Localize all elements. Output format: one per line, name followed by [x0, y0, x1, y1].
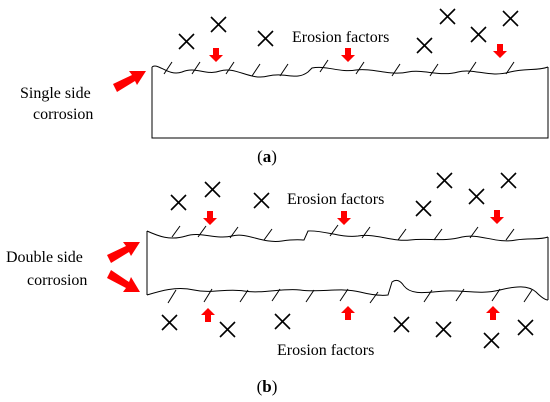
- erosion-factors-label-a: Erosion factors: [292, 29, 389, 46]
- x-cross-icon: [439, 8, 456, 25]
- hatch-marks-bottom-b: [167, 288, 533, 304]
- caption-b-letter: b: [262, 377, 271, 396]
- x-cross-icon: [161, 314, 178, 331]
- hatch-marks-top-b: [171, 224, 515, 241]
- side-label-a-line2: corrosion: [33, 106, 93, 123]
- red-arrow-icon: [341, 306, 355, 320]
- caption-a-close: ): [271, 147, 277, 166]
- x-cross-icon: [219, 321, 236, 338]
- red-arrow-icon: [107, 242, 140, 263]
- specimen-body-a: [151, 67, 549, 139]
- x-cross-icon: [416, 37, 433, 54]
- x-cross-icon: [517, 319, 534, 336]
- panel-b: Erosion factors Erosion factors Double s…: [6, 172, 549, 396]
- caption-a-open: (: [257, 147, 263, 166]
- side-label-a-line1: Single side: [20, 85, 91, 102]
- erosion-factors-label-bottom-b: Erosion factors: [277, 342, 374, 359]
- red-arrow-icon: [201, 308, 215, 322]
- red-arrow-icon: [209, 48, 223, 62]
- side-label-b-line2: corrosion: [27, 272, 87, 289]
- x-cross-icon: [393, 316, 410, 333]
- red-arrow-icon: [107, 270, 140, 292]
- x-cross-icon: [178, 33, 195, 50]
- x-cross-icon: [500, 172, 517, 189]
- caption-b-open: (: [257, 377, 263, 396]
- caption-b-close: ): [272, 377, 278, 396]
- corroded-surface-a: [151, 65, 549, 78]
- red-arrow-icon: [203, 211, 217, 225]
- x-cross-icon: [257, 30, 274, 47]
- attack-arrows-a: [209, 44, 507, 62]
- x-cross-icon: [502, 10, 519, 27]
- x-cross-icon: [170, 194, 187, 211]
- caption-b: (b): [257, 377, 278, 396]
- erosion-factors-label-top-b: Erosion factors: [287, 191, 384, 208]
- corroded-surface-top-b: [146, 230, 549, 242]
- red-arrow-icon: [490, 210, 504, 224]
- panel-a: Erosion factors Single side corrosion (a…: [20, 8, 549, 166]
- x-cross-icon: [210, 16, 227, 33]
- x-cross-icon: [436, 172, 453, 189]
- x-cross-icon: [274, 313, 291, 330]
- red-arrow-icon: [113, 71, 146, 92]
- x-cross-icon: [253, 192, 270, 209]
- x-cross-icon: [204, 181, 221, 198]
- x-cross-icon: [435, 321, 452, 338]
- attack-arrows-top-b: [203, 210, 504, 225]
- hatch-marks-a: [163, 59, 515, 77]
- red-arrow-icon: [337, 211, 351, 225]
- x-cross-icon: [470, 26, 487, 43]
- erosion-factor-icons-top-b: [170, 172, 517, 217]
- side-label-b-line1: Double side: [6, 249, 83, 266]
- x-cross-icon: [483, 332, 500, 349]
- red-arrow-icon: [341, 48, 355, 62]
- x-cross-icon: [415, 200, 432, 217]
- x-cross-icon: [468, 188, 485, 205]
- erosion-factor-icons-bottom-b: [161, 313, 534, 349]
- red-arrow-icon: [493, 44, 507, 58]
- red-arrow-icon: [486, 306, 500, 320]
- caption-a-letter: a: [263, 147, 272, 166]
- erosion-factor-icons-a: [178, 8, 519, 54]
- attack-arrows-bottom-b: [201, 306, 500, 322]
- corroded-surface-bottom-b: [146, 279, 549, 301]
- caption-a: (a): [257, 147, 277, 166]
